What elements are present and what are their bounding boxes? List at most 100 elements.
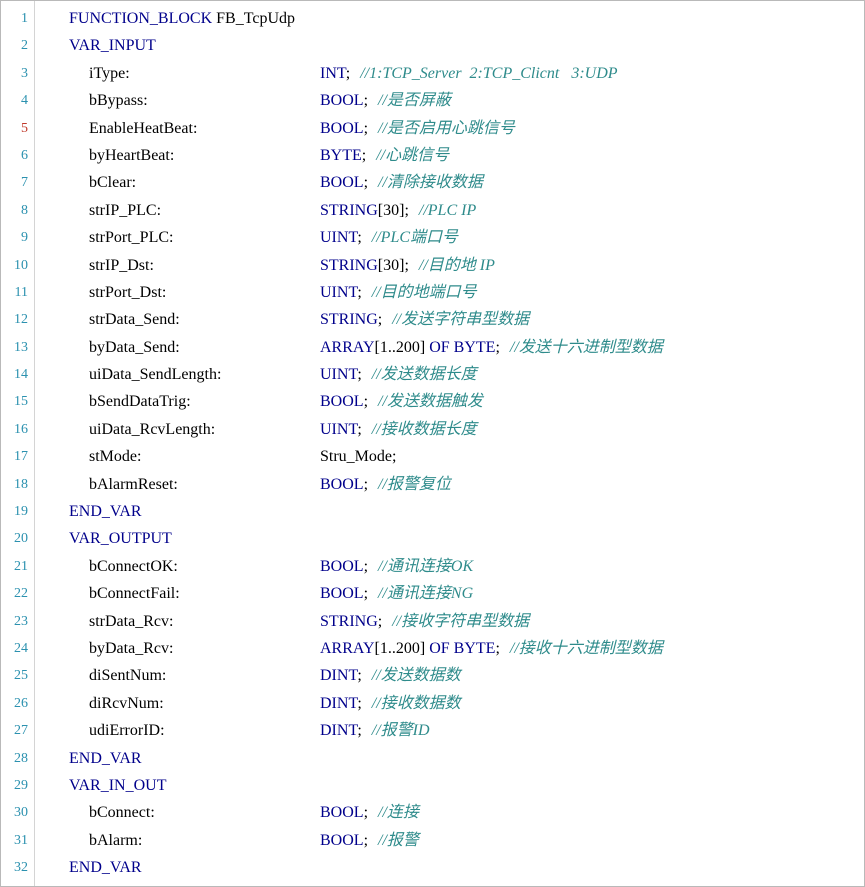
type-suffix: ; — [357, 667, 362, 685]
line-number-gutter — [1, 1, 35, 886]
variable-name: bConnect: — [89, 804, 155, 822]
variable-name: udiErrorID: — [89, 722, 165, 740]
variable-name: bSendDataTrig: — [89, 393, 191, 411]
code-text: VAR_OUTPUT — [69, 525, 172, 552]
variable-name: strIP_Dst: — [89, 256, 154, 274]
type-keyword: UINT — [320, 420, 358, 438]
type-suffix: ; — [361, 146, 367, 164]
variable-type: DINT;//接收数据数 — [320, 690, 461, 717]
type-keyword: BOOL — [320, 475, 364, 493]
variable-type: STRING[30];//PLC IP — [320, 197, 476, 224]
variable-name: strData_Send: — [89, 311, 180, 329]
variable-name: bAlarm: — [89, 831, 143, 849]
comment: //发送数据数 — [371, 667, 461, 685]
code-text: END_VAR — [69, 854, 142, 881]
type-keyword: BOOL — [320, 831, 364, 849]
variable-name: uiData_RcvLength: — [89, 420, 216, 438]
variable-name: EnableHeatBeat: — [89, 119, 198, 137]
variable-type: INT;//1:TCP_Server 2:TCP_Clicnt 3:UDP — [320, 60, 618, 87]
type-keyword: BOOL — [320, 174, 364, 192]
variable-name: byHeartBeat: — [89, 146, 175, 164]
type-keyword: STRING — [320, 256, 378, 274]
type-suffix: [1..200] OF BYTE; — [374, 338, 500, 356]
comment: //通讯连接NG — [378, 585, 474, 603]
line-number: 1 — [21, 11, 28, 26]
type-suffix: ; — [357, 420, 362, 438]
keyword: END_VAR — [69, 859, 142, 877]
variable-name: strPort_Dst: — [89, 283, 167, 301]
type-suffix: ; — [357, 366, 362, 384]
variable-name: diSentNum: — [89, 667, 167, 685]
type-keyword: DINT — [320, 667, 358, 685]
type-suffix: [1..200] OF BYTE; — [374, 639, 500, 657]
code-text: VAR_INPUT — [69, 32, 156, 59]
variable-type: STRING;//发送字符串型数据 — [320, 306, 529, 333]
keyword: FUNCTION_BLOCK — [69, 10, 213, 27]
variable-name: bConnectOK: — [89, 557, 178, 575]
variable-type: BOOL;//发送数据触发 — [320, 388, 483, 415]
comment: //报警ID — [371, 722, 430, 740]
variable-name: stMode: — [89, 448, 142, 466]
code-text: VAR_IN_OUT — [69, 772, 166, 799]
variable-name: strData_Rcv: — [89, 612, 174, 630]
comment: //心跳信号 — [376, 146, 450, 164]
line-number: 20 — [14, 531, 28, 547]
line-number: 31 — [14, 832, 28, 848]
type-keyword: BOOL — [320, 119, 364, 137]
line-number: 2 — [21, 38, 28, 54]
type-suffix: ; — [363, 475, 369, 493]
code-line[interactable]: 2 VAR_INPUT — [1, 32, 864, 59]
comment: //发送数据触发 — [378, 393, 483, 411]
line-number: 3 — [21, 65, 28, 81]
variable-name: bAlarmReset: — [89, 475, 178, 493]
variable-name: byData_Send: — [89, 338, 180, 356]
code-line[interactable]: 20 VAR_OUTPUT — [1, 525, 864, 552]
variable-name: diRcvNum: — [89, 694, 164, 712]
keyword: END_VAR — [69, 749, 142, 767]
variable-type: UINT;//发送数据长度 — [320, 361, 477, 388]
variable-type: DINT;//报警ID — [320, 717, 430, 744]
type-keyword: STRING — [320, 311, 378, 329]
variable-type: BOOL;//报警复位 — [320, 471, 451, 498]
comment: //是否屏蔽 — [378, 92, 451, 110]
variable-type: BOOL;//通讯连接NG — [320, 580, 473, 607]
code-text: END_VAR — [69, 745, 142, 772]
variable-type: BOOL;//清除接收数据 — [320, 169, 483, 196]
variable-type: BOOL;//是否启用心跳信号 — [320, 115, 515, 142]
type-keyword: ARRAY — [320, 639, 375, 657]
comment: //接收十六进制型数据 — [509, 639, 663, 657]
comment: //通讯连接OK — [378, 557, 474, 575]
